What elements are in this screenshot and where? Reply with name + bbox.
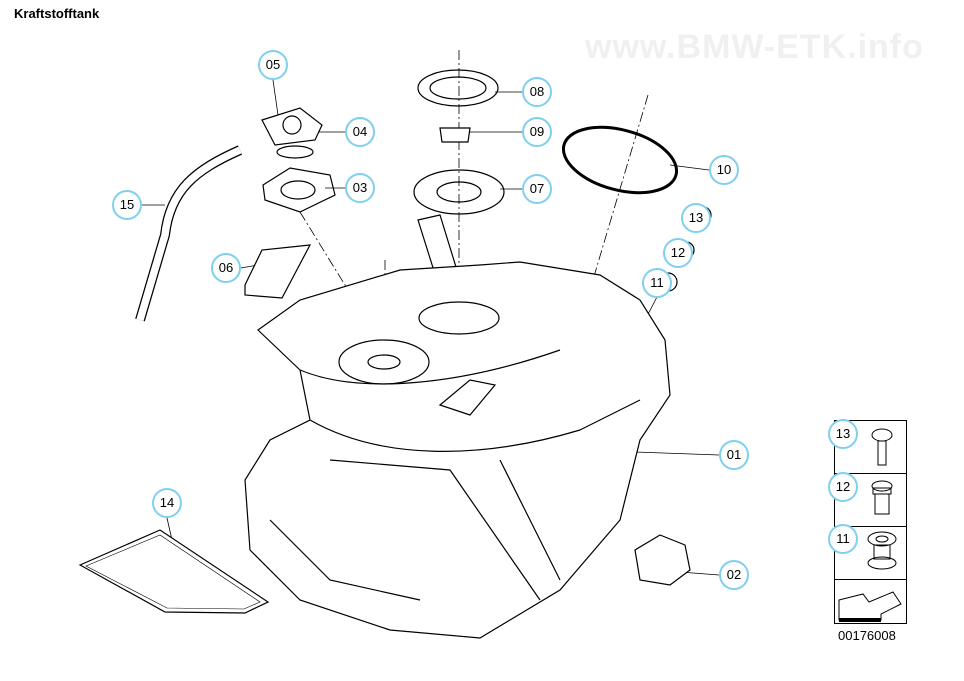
legend-row-13 <box>835 421 906 474</box>
callout-11[interactable]: 11 <box>642 268 672 298</box>
callout-09[interactable]: 09 <box>522 117 552 147</box>
callout-10[interactable]: 10 <box>709 155 739 185</box>
part-07-flange <box>413 169 505 215</box>
part-10-tension-ring <box>561 125 679 195</box>
legend-arrow-cell <box>835 580 906 626</box>
callout-03[interactable]: 03 <box>345 173 375 203</box>
callout-13[interactable]: 13 <box>681 203 711 233</box>
page-title: Kraftstofftank <box>14 6 100 21</box>
part-04-pump-flange <box>261 107 323 159</box>
legend-row-12 <box>835 474 906 527</box>
callout-08[interactable]: 08 <box>522 77 552 107</box>
screw-icon <box>871 428 893 466</box>
part-02-cap <box>634 534 691 586</box>
callout-04[interactable]: 04 <box>345 117 375 147</box>
callout-05[interactable]: 05 <box>258 50 288 80</box>
watermark: www.BMW-ETK.info <box>585 28 924 66</box>
part-09-clip <box>439 127 471 143</box>
callout-15[interactable]: 15 <box>112 190 142 220</box>
callout-12[interactable]: 12 <box>663 238 693 268</box>
callout-07[interactable]: 07 <box>522 174 552 204</box>
bush-icon <box>871 480 893 515</box>
part-08-ring <box>417 69 499 107</box>
hose-part-15 <box>135 145 243 322</box>
part-01-fuel-tank <box>244 261 671 639</box>
grommet-icon <box>867 531 897 570</box>
callout-06[interactable]: 06 <box>211 253 241 283</box>
callout-14[interactable]: 14 <box>152 488 182 518</box>
part-06-pad <box>244 244 312 299</box>
part-03-gasket <box>262 167 336 213</box>
diagram-code: 00176008 <box>838 628 896 643</box>
callout-02[interactable]: 02 <box>719 560 749 590</box>
legend-row-11 <box>835 527 906 580</box>
legend-callout-13[interactable]: 13 <box>828 419 858 449</box>
part-14-mat <box>78 529 270 614</box>
direction-arrow-icon <box>838 591 902 622</box>
part-03-hole <box>280 180 316 200</box>
legend-callout-11[interactable]: 11 <box>828 524 858 554</box>
small-parts-legend <box>834 420 907 624</box>
callout-01[interactable]: 01 <box>719 440 749 470</box>
legend-callout-12[interactable]: 12 <box>828 472 858 502</box>
